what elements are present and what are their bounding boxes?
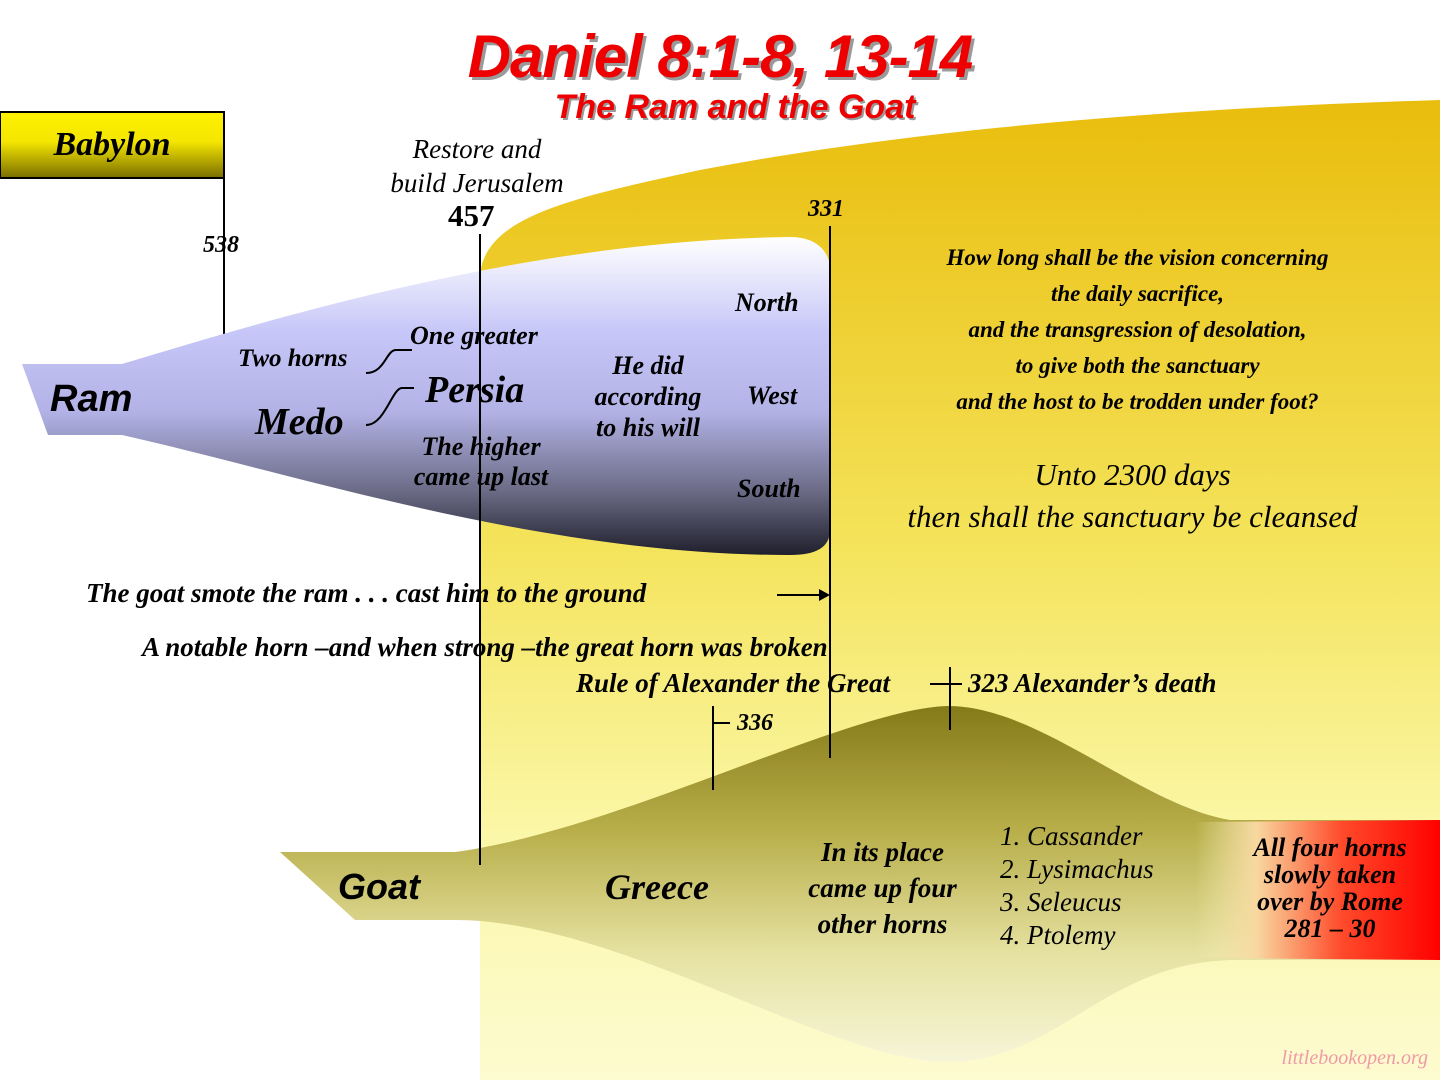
ram-shape bbox=[22, 237, 830, 555]
goat-label: Goat bbox=[338, 866, 421, 907]
horn-4: 4. Ptolemy bbox=[1000, 920, 1116, 950]
horn-2: 2. Lysimachus bbox=[1000, 854, 1154, 884]
watermark: littlebookopen.org bbox=[1281, 1047, 1428, 1069]
bracket-two-horns bbox=[365, 349, 412, 374]
year-331: 331 bbox=[808, 196, 844, 222]
vision-question: How long shall be the vision concerning … bbox=[880, 240, 1395, 420]
restore-line-2: build Jerusalem bbox=[390, 168, 564, 198]
rome-region bbox=[1195, 820, 1440, 960]
question-line-3: and the transgression of desolation, bbox=[968, 317, 1307, 342]
in-its-place-line-2: came up four bbox=[808, 873, 957, 903]
horn-3: 3. Seleucus bbox=[1000, 887, 1122, 917]
babylon-label: Babylon bbox=[53, 126, 171, 163]
greece-label: Greece bbox=[605, 867, 709, 907]
question-line-5: and the host to be trodden under foot? bbox=[956, 389, 1319, 414]
in-its-place-line-3: other horns bbox=[817, 909, 948, 939]
ram-label: Ram bbox=[50, 378, 133, 420]
in-its-place-line-1: In its place bbox=[820, 837, 944, 867]
rome-line-2: slowly taken bbox=[1263, 860, 1397, 889]
restore-label: Restore and build Jerusalem bbox=[362, 132, 592, 200]
higher-line-2: came up last bbox=[413, 462, 549, 491]
rome-line-3: over by Rome bbox=[1257, 887, 1403, 916]
answer-line-1: Unto 2300 days bbox=[1034, 457, 1231, 492]
persia-label: Persia bbox=[425, 369, 525, 411]
answer-line-2: then shall the sanctuary be cleansed bbox=[907, 499, 1358, 534]
babylon-box bbox=[0, 111, 225, 179]
two-horns-label: Two horns bbox=[238, 345, 348, 372]
question-line-2: the daily sacrifice, bbox=[1050, 281, 1225, 306]
did-will-label: He did according to his will bbox=[578, 350, 718, 443]
higher-label: The higher came up last bbox=[395, 432, 567, 492]
notable-horn-text: A notable horn –and when strong –the gre… bbox=[142, 632, 828, 662]
page-subtitle: The Ram and the Goat bbox=[554, 88, 916, 126]
higher-line-1: The higher bbox=[421, 432, 541, 461]
alexander-death-text: 323 Alexander’s death bbox=[968, 668, 1217, 698]
answer-text: Unto 2300 days then shall the sanctuary … bbox=[870, 454, 1395, 538]
rome-line-4: 281 – 30 bbox=[1284, 914, 1376, 943]
direction-west: West bbox=[747, 381, 798, 410]
bracket-medo bbox=[365, 387, 414, 426]
goat-shape bbox=[280, 706, 1440, 1062]
restore-line-1: Restore and bbox=[412, 134, 542, 164]
year-538: 538 bbox=[203, 232, 239, 258]
arrow-head bbox=[819, 589, 830, 601]
year-336: 336 bbox=[737, 710, 773, 736]
did-will-line-2: according bbox=[594, 382, 702, 411]
medo-label: Medo bbox=[255, 401, 344, 443]
rule-alexander-text: Rule of Alexander the Great bbox=[576, 668, 890, 698]
in-its-place-label: In its place came up four other horns bbox=[790, 834, 975, 942]
direction-south: South bbox=[737, 474, 801, 503]
one-greater-label: One greater bbox=[410, 321, 538, 350]
four-horns-list: 1. Cassander 2. Lysimachus 3. Seleucus 4… bbox=[1000, 820, 1154, 952]
rome-line-1: All four horns bbox=[1253, 833, 1407, 862]
question-line-1: How long shall be the vision concerning bbox=[946, 245, 1329, 270]
horn-1: 1. Cassander bbox=[1000, 821, 1143, 851]
rome-text: All four horns slowly taken over by Rome… bbox=[1230, 834, 1430, 942]
direction-north: North bbox=[735, 288, 799, 317]
did-will-line-3: to his will bbox=[595, 413, 701, 442]
goat-smote-text: The goat smote the ram . . . cast him to… bbox=[86, 578, 647, 608]
year-457: 457 bbox=[448, 198, 495, 233]
did-will-line-1: He did bbox=[612, 351, 684, 380]
page-title: Daniel 8:1-8, 13-14 bbox=[467, 23, 974, 90]
question-line-4: to give both the sanctuary bbox=[1015, 353, 1260, 378]
